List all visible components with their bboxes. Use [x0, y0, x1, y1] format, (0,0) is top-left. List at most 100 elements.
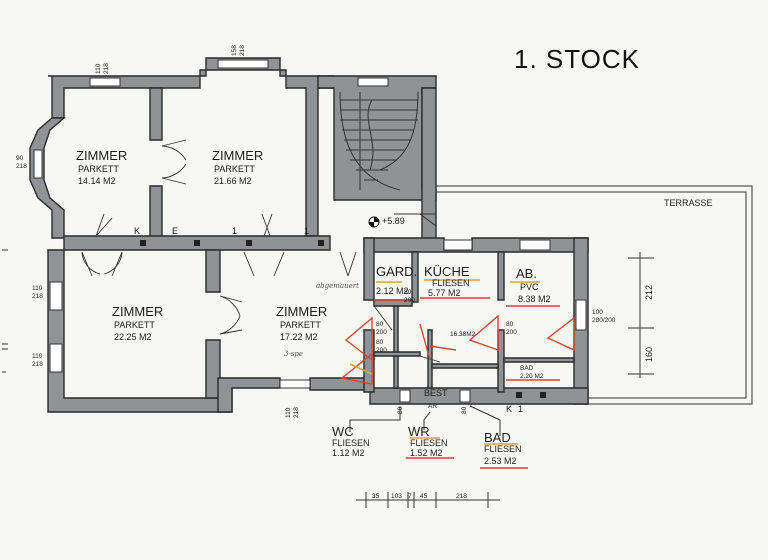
dim-text: 80 [506, 321, 514, 328]
room-area: 2.53 M2 [484, 456, 517, 466]
room-area: 14.14 M2 [78, 176, 116, 186]
room-floor: PARKETT [280, 320, 321, 330]
dim-text: 16.38M2 [450, 331, 476, 338]
room-name: GARD. [376, 264, 417, 279]
window [399, 389, 411, 403]
level-line [419, 213, 437, 227]
dim-text: 110 [32, 285, 43, 292]
wall-room3-room4 [205, 249, 221, 293]
ar-label: AR [428, 403, 437, 410]
room-floor: FLIESEN [484, 444, 522, 454]
dim-212: 212 [644, 285, 654, 300]
partition-best [431, 363, 499, 369]
marker-e: E [172, 226, 178, 236]
window [575, 299, 587, 331]
dim-text: 218 [16, 163, 27, 170]
room-floor: PARKETT [78, 164, 119, 174]
level-marker-fill [369, 222, 374, 227]
dim-text: 218 [293, 407, 300, 418]
level-marker-fill [374, 217, 379, 222]
room-wc: WC FLIESEN 1.12 M2 [332, 424, 370, 458]
outer-wall-top-left [48, 57, 335, 237]
window [519, 239, 551, 251]
handwritten-note: 3-spe [284, 350, 303, 358]
room-name: ZIMMER [212, 148, 263, 163]
dim-text: 103 [391, 493, 402, 500]
room-floor: PARKETT [214, 164, 255, 174]
leader-wr [423, 411, 431, 430]
dim-text: 35 [372, 493, 380, 500]
room-gard: GARD. 2.12 M2 [376, 264, 417, 296]
room-zimmer-3: ZIMMER PARKETT 22.25 M2 [112, 304, 163, 342]
room-name: WR [408, 424, 430, 439]
room-name: WC [332, 424, 354, 439]
marker-k2: K [506, 404, 512, 414]
wall-markers [140, 240, 546, 398]
dim-text: 218 [239, 45, 246, 56]
dim-text: 80 [376, 321, 384, 328]
room-bad: BAD FLIESEN 2.53 M2 [484, 430, 522, 466]
best-label: BEST [424, 388, 448, 398]
room-floor: PARKETT [114, 320, 155, 330]
marker-1c: 1 [518, 404, 523, 414]
partition-gard-kueche [411, 251, 419, 303]
partition-bad [503, 357, 575, 363]
room-name: AB. [516, 266, 537, 281]
wall-bottom-room4-right [309, 377, 373, 391]
dim-text: 200 [376, 347, 387, 354]
window [49, 343, 63, 373]
dim-text: 218 [32, 293, 43, 300]
room-zimmer-2: ZIMMER PARKETT 21.66 M2 [212, 148, 263, 186]
dim-text: 200 [506, 329, 517, 336]
room-area: 21.66 M2 [214, 176, 252, 186]
room-area: 2.20 M2 [520, 373, 544, 380]
wall-bottom-room4 [217, 377, 281, 413]
red-annotations [340, 279, 575, 469]
marker-k: K [134, 226, 140, 236]
dim-text: 218 [32, 361, 43, 368]
window [49, 281, 63, 311]
room-area: 17.22 M2 [280, 332, 318, 342]
marker-1b: 1 [304, 226, 309, 236]
dim-text: 280/200 [592, 317, 616, 324]
window [89, 77, 121, 87]
window [33, 149, 43, 179]
dim-text: 100 [592, 309, 603, 316]
dim-text: 110 [95, 63, 102, 74]
room-name: KÜCHE [424, 264, 470, 279]
service-wall-bottom [369, 387, 589, 405]
dim-text: 80 [461, 406, 468, 414]
staircase [339, 91, 419, 191]
room-name: ZIMMER [276, 304, 327, 319]
dim-text: 80 [376, 339, 384, 346]
dim-text: 200 [404, 297, 415, 304]
room-floor: FLIESEN [332, 438, 370, 448]
dim-text: 218 [456, 493, 467, 500]
outer-wall-left-lower [47, 249, 233, 413]
partition-wc [393, 305, 399, 389]
terrace-outline-inner [432, 191, 747, 399]
dim-text: 80 [404, 289, 412, 296]
page-title: 1. STOCK [514, 44, 640, 74]
room-area: 1.12 M2 [332, 448, 365, 458]
handwritten-note: abgemauert [316, 282, 359, 290]
dim-160: 160 [644, 347, 654, 362]
leader-bad [469, 405, 501, 436]
dim-text: 110 [285, 407, 292, 418]
room-floor: PVC [520, 282, 539, 292]
room-area: 1.52 M2 [410, 448, 443, 458]
room-bad-small: BAD 2.20 M2 [520, 365, 544, 380]
room-name: BAD [520, 365, 534, 372]
dim-text: 7 [408, 493, 412, 500]
partition-kueche-ab [497, 251, 505, 301]
dim-text: 90 [16, 155, 24, 162]
window [459, 389, 471, 403]
room-name: ZIMMER [112, 304, 163, 319]
room-name: BAD [484, 430, 511, 445]
service-wall-top [363, 237, 589, 253]
level-label: +5.89 [382, 216, 405, 226]
stair-right-wall [421, 87, 437, 251]
leader-wc [349, 406, 401, 432]
window [443, 239, 473, 251]
